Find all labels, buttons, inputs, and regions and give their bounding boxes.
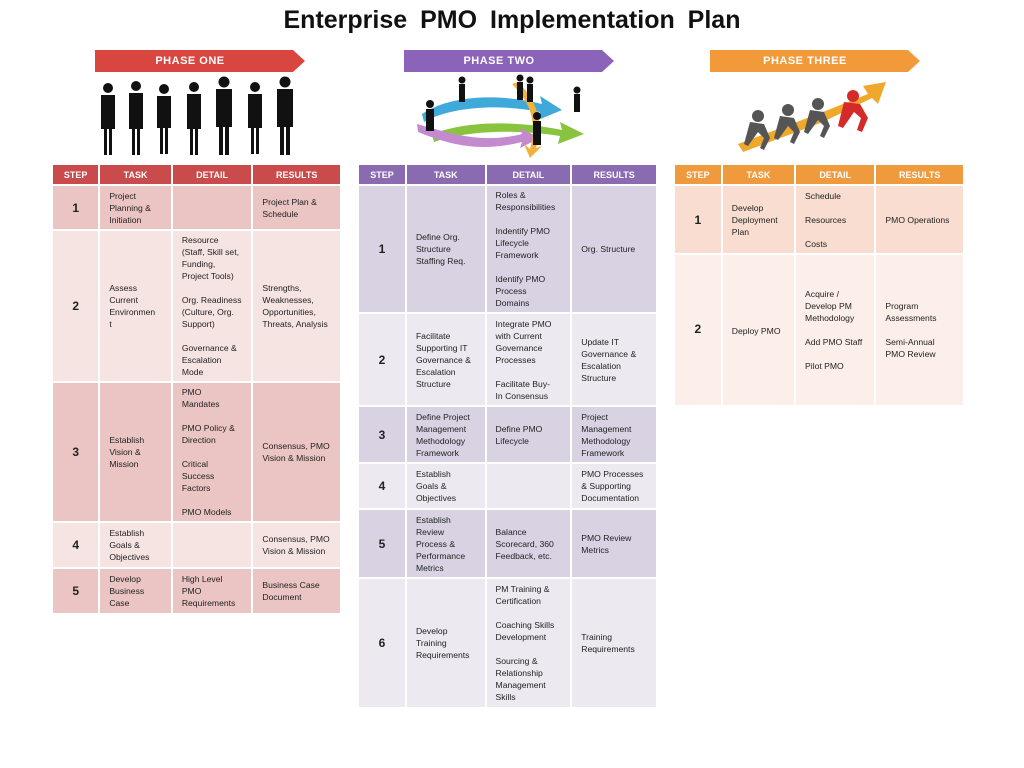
results-cell: Update IT Governance & Escalation Struct… bbox=[572, 314, 656, 405]
step-number: 4 bbox=[359, 464, 405, 508]
table-row: 2 Facilitate Supporting IT Governance & … bbox=[359, 314, 656, 405]
header-task: TASK bbox=[722, 165, 795, 184]
table-header-row: STEP TASK DETAIL RESULTS bbox=[53, 165, 340, 184]
detail-cell: Define PMO Lifecycle bbox=[486, 407, 571, 462]
step-number: 5 bbox=[359, 510, 405, 577]
phase-two-table: STEP TASK DETAIL RESULTS 1 Define Org. S… bbox=[357, 163, 658, 709]
phase-two-label: PHASE TWO bbox=[463, 55, 535, 67]
step-number: 2 bbox=[359, 314, 405, 405]
header-results: RESULTS bbox=[876, 165, 963, 184]
task-cell: Deploy PMO bbox=[722, 255, 795, 405]
table-row: 3 Establish Vision & Mission PMO Mandate… bbox=[53, 383, 340, 521]
task-cell: Facilitate Supporting IT Governance & Es… bbox=[406, 314, 485, 405]
detail-cell bbox=[172, 523, 252, 567]
business-team-illustration bbox=[101, 76, 293, 155]
header-step: STEP bbox=[53, 165, 99, 184]
table-row: 1 Project Planning & Initiation Project … bbox=[53, 186, 340, 229]
step-number: 2 bbox=[675, 255, 721, 405]
results-cell: PMO Operations bbox=[876, 186, 963, 253]
detail-cell: Resource (Staff, Skill set, Funding, Pro… bbox=[172, 231, 252, 381]
results-cell: PMO Review Metrics bbox=[572, 510, 656, 577]
phase-three-label: PHASE THREE bbox=[763, 55, 847, 67]
table-row: 5 Develop Business Case High Level PMO R… bbox=[53, 569, 340, 613]
task-cell: Establish Goals & Objectives bbox=[100, 523, 171, 567]
results-cell: Consensus, PMO Vision & Mission bbox=[253, 523, 340, 567]
detail-cell bbox=[172, 186, 252, 229]
header-task: TASK bbox=[100, 165, 171, 184]
banner-arrow-shape bbox=[710, 50, 920, 72]
step-number: 3 bbox=[53, 383, 99, 521]
page-title: Enterprise PMO Implementation Plan bbox=[283, 6, 741, 34]
task-cell: Define Org. Structure Staffing Req. bbox=[406, 186, 485, 312]
table-header-row: STEP TASK DETAIL RESULTS bbox=[675, 165, 963, 184]
phase-one-label: PHASE ONE bbox=[155, 55, 225, 67]
results-cell: Training Requirements bbox=[572, 579, 656, 707]
detail-cell: High Level PMO Requirements bbox=[172, 569, 252, 613]
table-row: 2 Deploy PMO Acquire / Develop PM Method… bbox=[675, 255, 963, 405]
header-step: STEP bbox=[359, 165, 405, 184]
detail-cell: Integrate PMO with Current Governance Pr… bbox=[486, 314, 571, 405]
task-cell: Establish Review Process & Performance M… bbox=[406, 510, 485, 577]
step-number: 6 bbox=[359, 579, 405, 707]
detail-cell bbox=[486, 464, 571, 508]
header-step: STEP bbox=[675, 165, 721, 184]
banner-arrow-shape bbox=[95, 50, 305, 72]
results-cell: Org. Structure bbox=[572, 186, 656, 312]
detail-cell: PM Training & Certification Coaching Ski… bbox=[486, 579, 571, 707]
task-cell: Establish Goals & Objectives bbox=[406, 464, 485, 508]
header-results: RESULTS bbox=[572, 165, 656, 184]
phase-two-banner: PHASE TWO bbox=[404, 50, 614, 72]
header-detail: DETAIL bbox=[172, 165, 252, 184]
teamwork-arrows-illustration bbox=[417, 74, 584, 158]
header-detail: DETAIL bbox=[796, 165, 875, 184]
step-number: 1 bbox=[359, 186, 405, 312]
detail-cell: Schedule Resources Costs bbox=[796, 186, 875, 253]
step-number: 5 bbox=[53, 569, 99, 613]
table-row: 3 Define Project Management Methodology … bbox=[359, 407, 656, 462]
table-header-row: STEP TASK DETAIL RESULTS bbox=[359, 165, 656, 184]
results-cell: Business Case Document bbox=[253, 569, 340, 613]
running-race-illustration bbox=[738, 82, 886, 152]
task-cell: Assess Current Environmen t bbox=[100, 231, 171, 381]
header-detail: DETAIL bbox=[486, 165, 571, 184]
results-cell: Project Plan & Schedule bbox=[253, 186, 340, 229]
detail-cell: PMO Mandates PMO Policy & Direction Crit… bbox=[172, 383, 252, 521]
table-row: 2 Assess Current Environmen t Resource (… bbox=[53, 231, 340, 381]
task-cell: Establish Vision & Mission bbox=[100, 383, 171, 521]
results-cell: PMO Processes & Supporting Documentation bbox=[572, 464, 656, 508]
phase-one-banner: PHASE ONE bbox=[95, 50, 305, 72]
step-number: 4 bbox=[53, 523, 99, 567]
results-cell: Strengths, Weaknesses, Opportunities, Th… bbox=[253, 231, 340, 381]
detail-cell: Roles & Responsibilities Indentify PMO L… bbox=[486, 186, 571, 312]
detail-cell: Balance Scorecard, 360 Feedback, etc. bbox=[486, 510, 571, 577]
table-row: 5 Establish Review Process & Performance… bbox=[359, 510, 656, 577]
detail-cell: Acquire / Develop PM Methodology Add PMO… bbox=[796, 255, 875, 405]
step-number: 2 bbox=[53, 231, 99, 381]
header-task: TASK bbox=[406, 165, 485, 184]
results-cell: Consensus, PMO Vision & Mission bbox=[253, 383, 340, 521]
phase-one-table: STEP TASK DETAIL RESULTS 1 Project Plann… bbox=[51, 163, 342, 615]
task-cell: Define Project Management Methodology Fr… bbox=[406, 407, 485, 462]
step-number: 1 bbox=[675, 186, 721, 253]
phase-three-banner: PHASE THREE bbox=[710, 50, 920, 72]
results-cell: Program Assessments Semi-Annual PMO Revi… bbox=[876, 255, 963, 405]
phase-three-table: STEP TASK DETAIL RESULTS 1 Develop Deplo… bbox=[673, 163, 965, 407]
table-row: 1 Develop Deployment Plan Schedule Resou… bbox=[675, 186, 963, 253]
task-cell: Develop Deployment Plan bbox=[722, 186, 795, 253]
task-cell: Develop Training Requirements bbox=[406, 579, 485, 707]
step-number: 1 bbox=[53, 186, 99, 229]
step-number: 3 bbox=[359, 407, 405, 462]
task-cell: Develop Business Case bbox=[100, 569, 171, 613]
table-row: 1 Define Org. Structure Staffing Req. Ro… bbox=[359, 186, 656, 312]
results-cell: Project Management Methodology Framework bbox=[572, 407, 656, 462]
header-results: RESULTS bbox=[253, 165, 340, 184]
task-cell: Project Planning & Initiation bbox=[100, 186, 171, 229]
banner-arrow-shape bbox=[404, 50, 614, 72]
table-row: 4 Establish Goals & Objectives PMO Proce… bbox=[359, 464, 656, 508]
table-row: 6 Develop Training Requirements PM Train… bbox=[359, 579, 656, 707]
table-row: 4 Establish Goals & Objectives Consensus… bbox=[53, 523, 340, 567]
